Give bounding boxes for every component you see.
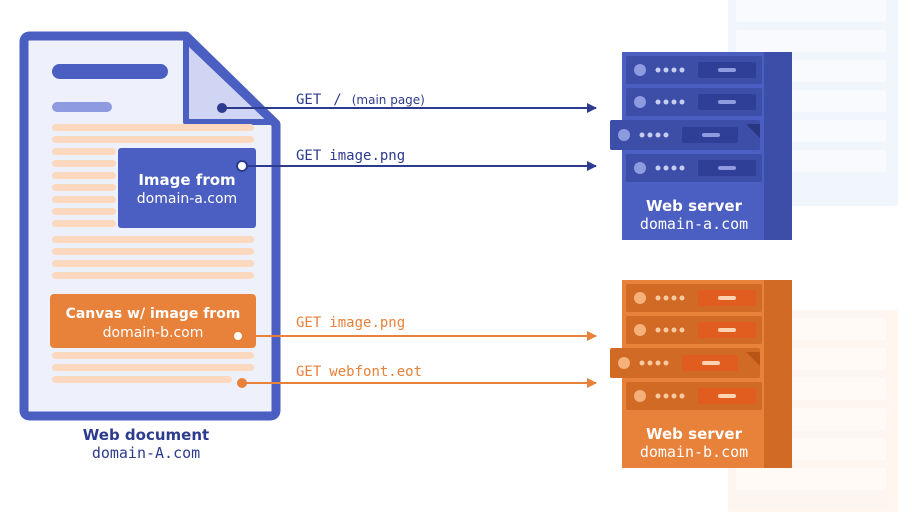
image-box-domain: domain-a.com: [137, 191, 237, 207]
request-path: image.png: [329, 315, 405, 331]
image-from-domain-a-box: [118, 148, 256, 228]
request-method: GET: [296, 148, 322, 164]
request-method: GET: [296, 364, 322, 380]
web-server-b: [610, 280, 792, 468]
request-method: GET: [296, 315, 322, 331]
doc-text-lines: [52, 124, 254, 383]
request-label-webfont: GET webfont.eot: [296, 364, 422, 380]
doc-subtitle-bar: [52, 102, 112, 112]
request-label-image-a: GET image.png: [296, 148, 405, 164]
request-path: /: [333, 92, 341, 108]
request-path: webfont.eot: [329, 364, 422, 380]
request-label-main-page: GET / (main page): [296, 92, 425, 108]
canvas-box-domain: domain-b.com: [103, 325, 204, 341]
server-a-domain: domain-a.com: [640, 215, 748, 233]
doc-title-bar: [52, 64, 168, 79]
canvas-from-domain-b-box: [50, 294, 256, 348]
arrow-origins: [217, 103, 248, 388]
web-document-caption: Web document: [83, 426, 209, 444]
server-b-racks: [610, 284, 762, 410]
web-document: [19, 31, 281, 421]
server-a-title: Web server: [646, 197, 743, 215]
web-server-a: [610, 52, 792, 240]
server-b-domain: domain-b.com: [640, 443, 748, 461]
request-method: GET: [296, 92, 322, 108]
server-b-title: Web server: [646, 425, 743, 443]
request-label-image-b: GET image.png: [296, 315, 405, 331]
image-box-title: Image from: [138, 171, 235, 189]
server-a-racks: [610, 56, 762, 182]
request-arrows: [225, 103, 597, 388]
request-path: image.png: [329, 148, 405, 164]
web-document-domain: domain-A.com: [92, 444, 200, 462]
canvas-box-title: Canvas w/ image from: [66, 306, 241, 322]
request-note: (main page): [352, 93, 425, 107]
